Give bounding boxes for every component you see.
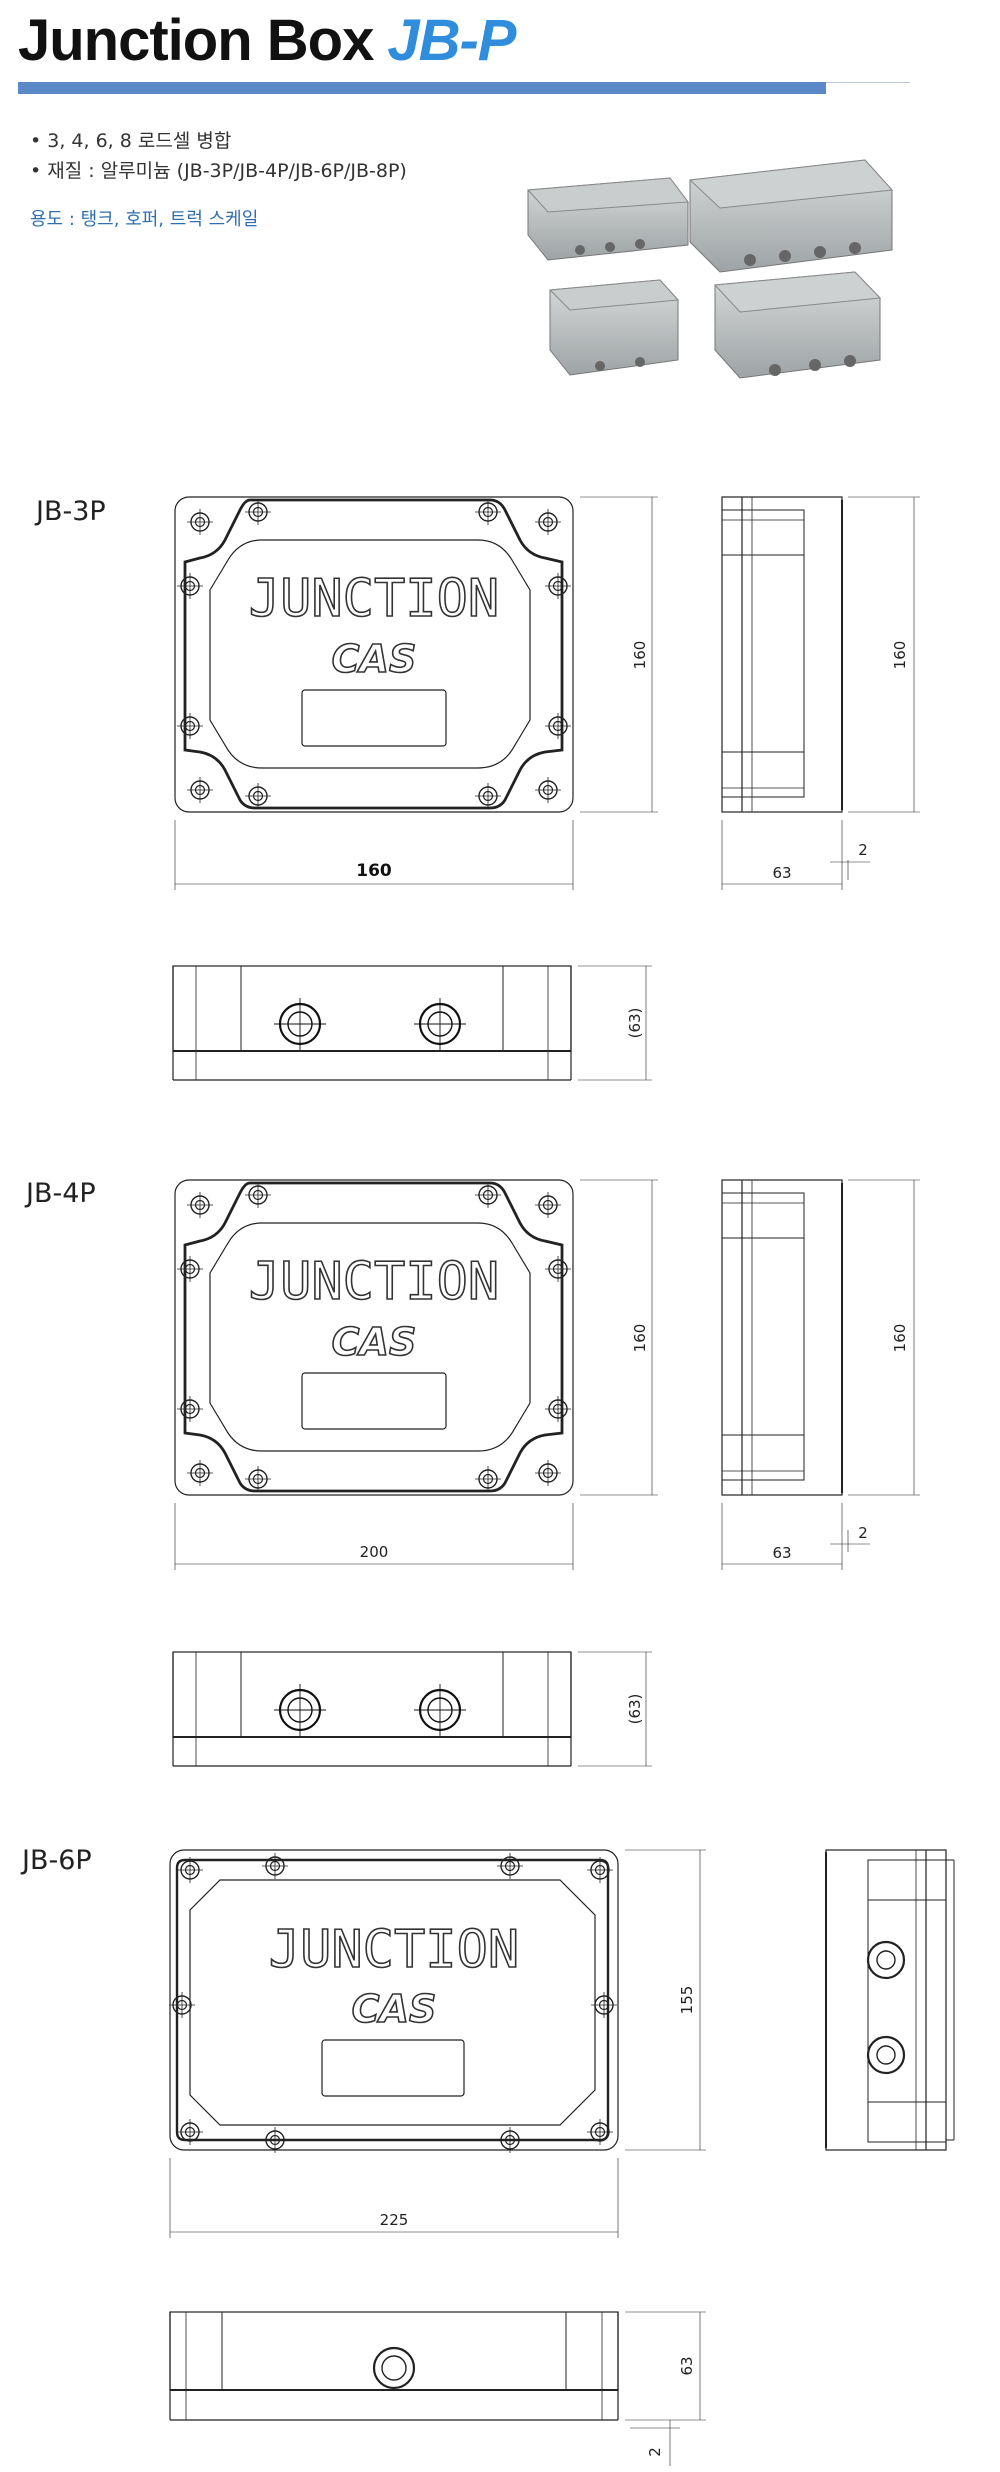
title-underline-bar [18,82,826,94]
feature-item: 재질 : 알루미늄 (JB-3P/JB-4P/JB-6P/JB-8P) [30,156,407,186]
section-label-jb6p: JB-6P [22,1845,92,1876]
jb4p-width-dim: 200 [360,1543,389,1561]
jb6p-flange-dim: 2 [646,2447,664,2457]
jb4p-side-view [721,1179,920,1570]
jb3p-bottom-height-dim: (63) [626,1008,644,1039]
jb4p-bottom-view [172,1651,652,1767]
jb3p-front-view: JUNCTION CAS [174,496,658,890]
photo-box-small-1 [526,177,689,261]
photo-box-large-2 [713,271,882,379]
jb3p-flange-dim: 2 [858,841,868,859]
photo-box-large-1 [688,159,894,273]
jb4p-junction-label: JUNCTION [249,1252,499,1312]
jb3p-side-depth-dim: 63 [772,864,791,882]
jb6p-cas-logo: CAS [352,1987,437,2031]
jb4p-side-height-dim: 160 [891,1324,909,1353]
feature-list: 3, 4, 6, 8 로드셀 병합 재질 : 알루미늄 (JB-3P/JB-4P… [30,126,407,186]
jb3p-bottom-view [172,965,652,1081]
jb6p-bottom-height-dim: 63 [678,2356,696,2375]
jb3p-height-dim: 160 [631,641,649,670]
jb3p-junction-label: JUNCTION [249,569,499,629]
jb3p-side-height-dim: 160 [891,641,909,670]
jb4p-front-view: JUNCTION CAS [174,1179,658,1570]
jb6p-side-view [825,1849,955,2151]
section-label-jb3p: JB-3P [36,496,106,527]
title-text: Junction Box [18,8,374,73]
jb6p-width-dim: 225 [380,2211,409,2229]
jb6p-front-view: JUNCTION CAS [168,1849,706,2238]
jb4p-height-dim: 160 [631,1324,649,1353]
section-label-jb4p: JB-4P [26,1178,96,1209]
jb4p-side-depth-dim: 63 [772,1544,791,1562]
jb6p-bottom-view [169,2311,706,2466]
title-underline-thin [826,82,910,83]
product-photo [526,159,894,379]
photo-box-small-2 [548,279,680,376]
jb3p-side-view [721,496,920,890]
jb6p-junction-label: JUNCTION [269,1920,519,1980]
jb3p-cas-logo: CAS [332,637,417,681]
usage-text: 용도 : 탱크, 호퍼, 트럭 스케일 [30,209,259,230]
jb4p-flange-dim: 2 [858,1524,868,1542]
jb4p-bottom-height-dim: (63) [626,1694,644,1725]
title-model: JB-P [387,8,516,73]
jb3p-width-dim: 160 [356,861,392,881]
jb6p-height-dim: 155 [678,1986,696,2015]
jb4p-cas-logo: CAS [332,1320,417,1364]
feature-item: 3, 4, 6, 8 로드셀 병합 [30,126,407,156]
